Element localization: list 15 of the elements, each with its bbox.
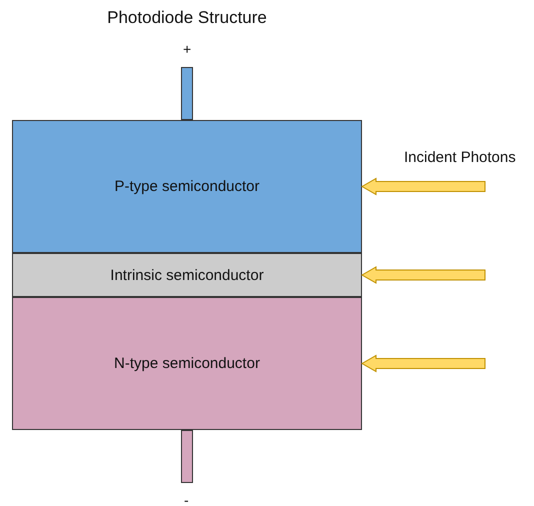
photon-arrow — [361, 354, 486, 372]
photon-arrow — [361, 178, 486, 196]
semiconductor-layer — [12, 120, 362, 253]
layer-label: P-type semiconductor — [114, 178, 260, 195]
terminal-sign: - — [184, 492, 189, 506]
layer-label: N-type semiconductor — [114, 355, 260, 372]
semiconductor-layer — [12, 297, 362, 430]
layer-label: Intrinsic semiconductor — [110, 266, 264, 284]
semiconductor-layer — [12, 253, 362, 297]
terminal-lead — [181, 430, 193, 483]
terminal-sign: + — [183, 41, 192, 57]
diagram-title: Photodiode Structure — [106, 8, 268, 28]
photon-arrow — [361, 266, 486, 284]
note-label: Incident Photons — [404, 149, 516, 166]
terminal-lead — [181, 67, 193, 120]
